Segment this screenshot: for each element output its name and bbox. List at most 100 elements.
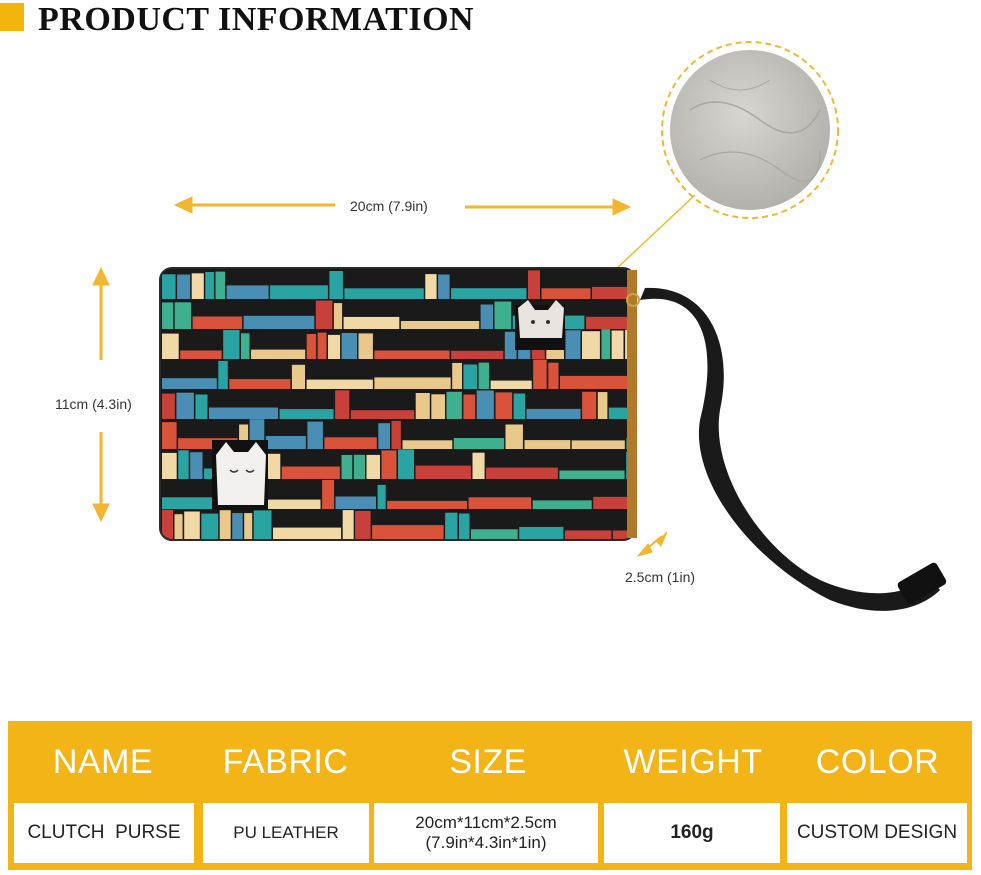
book-pattern-piece: [612, 530, 635, 539]
book-pattern-piece: [322, 480, 335, 509]
book-pattern-piece: [219, 510, 231, 539]
page-title: PRODUCT INFORMATION: [38, 1, 475, 38]
book-pattern-piece: [453, 438, 505, 449]
book-pattern-piece: [528, 270, 540, 299]
book-pattern-piece: [377, 484, 386, 509]
book-pattern-piece: [192, 316, 243, 329]
book-pattern-piece: [324, 437, 377, 449]
book-pattern-piece: [315, 300, 333, 329]
book-pattern-piece: [532, 500, 592, 509]
book-pattern-piece: [611, 330, 624, 359]
book-pattern-piece: [191, 273, 204, 299]
book-pattern-piece: [253, 510, 272, 539]
book-pattern-piece: [560, 375, 630, 389]
book-pattern-piece: [513, 393, 525, 419]
book-pattern-piece: [241, 333, 250, 359]
book-pattern-piece: [242, 499, 321, 509]
book-pattern-piece: [335, 390, 350, 419]
book-pattern-piece: [398, 449, 414, 479]
height-dimension-label: 11cm (4.3in): [55, 396, 132, 412]
book-pattern-piece: [162, 497, 242, 509]
book-pattern-piece: [333, 303, 343, 329]
book-pattern-piece: [415, 393, 430, 419]
book-pattern-piece: [174, 302, 192, 329]
book-pattern-piece: [162, 509, 173, 539]
book-pattern-piece: [495, 392, 513, 419]
book-pattern-piece: [476, 390, 494, 419]
book-pattern-piece: [162, 274, 176, 299]
book-pattern-piece: [463, 364, 478, 389]
book-pattern-piece: [378, 423, 390, 449]
book-pattern-piece: [178, 438, 238, 449]
book-pattern-piece: [201, 513, 219, 539]
book-pattern-piece: [307, 421, 323, 449]
book-pattern-piece: [533, 359, 547, 389]
cat-illustration-bottom: [212, 440, 268, 510]
book-pattern-piece: [344, 288, 424, 299]
book-pattern-piece: [184, 511, 200, 539]
book-pattern-piece: [306, 379, 373, 389]
depth-dimension-label: 2.5cm (1in): [625, 569, 696, 585]
book-pattern-piece: [559, 470, 625, 479]
book-pattern-piece: [565, 330, 581, 359]
product-diagram: [92, 41, 947, 611]
book-pattern-piece: [626, 438, 635, 449]
spec-header-size: SIZE: [449, 742, 527, 781]
book-pattern-piece: [209, 407, 278, 419]
book-pattern-piece: [400, 321, 480, 329]
book-pattern-piece: [472, 452, 485, 479]
book-pattern-piece: [471, 529, 518, 539]
book-pattern-piece: [239, 424, 249, 449]
book-pattern-piece: [446, 391, 462, 419]
book-pattern-piece: [486, 467, 558, 479]
book-pattern-piece: [438, 274, 450, 299]
book-pattern-piece: [317, 332, 327, 359]
book-pattern-piece: [387, 500, 467, 509]
book-pattern-piece: [372, 525, 444, 539]
book-pattern-piece: [597, 392, 608, 419]
book-pattern-piece: [328, 334, 341, 359]
book-pattern-piece: [291, 364, 305, 389]
book-pattern-piece: [505, 424, 523, 449]
book-pattern-piece: [451, 288, 527, 299]
book-pattern-piece: [195, 394, 208, 419]
book-pattern-piece: [601, 329, 611, 359]
book-pattern-piece: [265, 436, 306, 449]
book-pattern-piece: [180, 350, 222, 359]
book-pattern-piece: [177, 274, 191, 299]
book-pattern-piece: [459, 513, 470, 539]
width-arrow: [173, 196, 632, 216]
book-pattern-piece: [490, 380, 532, 389]
wrist-strap: [640, 287, 940, 611]
book-pattern-piece: [381, 450, 397, 479]
book-pattern-piece: [251, 349, 306, 359]
book-pattern-piece: [279, 409, 334, 419]
book-pattern-piece: [215, 271, 226, 299]
book-pattern-piece: [355, 510, 371, 539]
book-pattern-piece: [343, 316, 400, 329]
book-pattern-piece: [592, 286, 635, 299]
book-pattern-piece: [415, 465, 471, 479]
width-dimension-label: 20cm (7.9in): [350, 198, 428, 214]
book-pattern-piece: [519, 526, 564, 539]
book-pattern-piece: [226, 285, 269, 299]
book-pattern-piece: [374, 377, 451, 389]
spec-header-weight: WEIGHT: [623, 742, 763, 781]
book-pattern-piece: [391, 420, 401, 449]
spec-value-weight: 160g: [604, 803, 780, 863]
book-pattern-piece: [593, 496, 635, 509]
book-pattern-piece: [174, 514, 183, 539]
book-pattern-piece: [608, 407, 635, 419]
book-pattern-piece: [229, 379, 291, 389]
book-pattern-piece: [478, 362, 490, 389]
book-pattern-piece: [350, 410, 415, 419]
book-pattern-piece: [526, 408, 581, 419]
book-pattern-piece: [232, 513, 243, 539]
book-pattern-piece: [176, 392, 194, 419]
book-pattern-piece: [582, 391, 597, 419]
zipper-edge: [627, 270, 637, 538]
book-pattern-piece: [162, 378, 217, 389]
spec-value-fabric: PU LEATHER: [203, 803, 369, 863]
book-pattern-piece: [445, 512, 458, 539]
leather-swatch: [661, 41, 839, 219]
